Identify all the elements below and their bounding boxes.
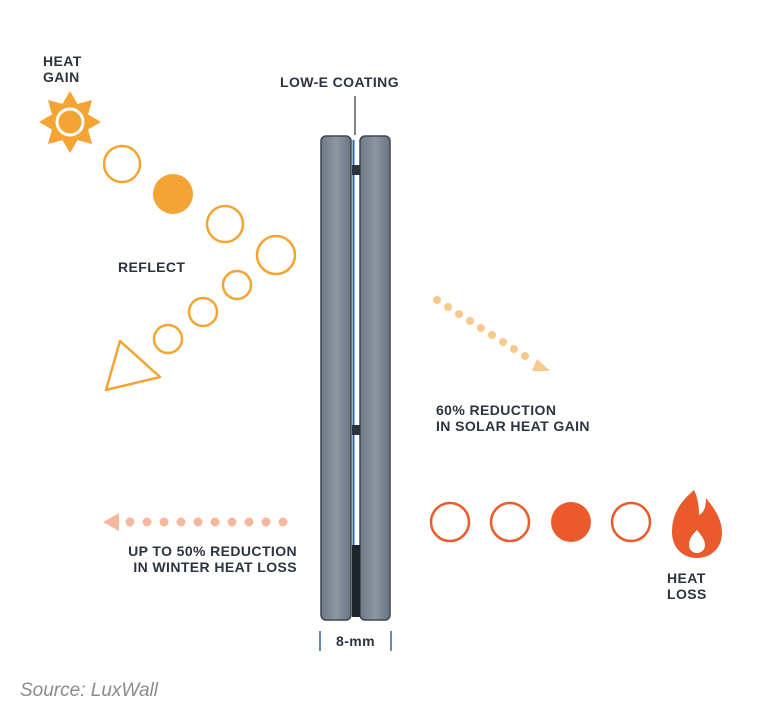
heat-gain-label-line1: HEAT	[43, 53, 82, 69]
sun-icon	[39, 91, 101, 153]
solar-reduction-line2: IN SOLAR HEAT GAIN	[436, 418, 590, 434]
solar-circle	[102, 144, 142, 184]
reflected-solar-circles	[152, 269, 253, 355]
solar-circle	[205, 204, 245, 244]
heat-circle	[610, 501, 652, 543]
thickness-label: 8-mm	[336, 633, 375, 649]
reflected-circle	[187, 296, 219, 328]
spacer	[352, 425, 360, 435]
low-e-label: LOW-E COATING	[280, 74, 399, 90]
reflected-circle	[221, 269, 253, 301]
incoming-solar-circles	[102, 144, 297, 276]
heat-circle-filled	[551, 502, 591, 542]
source-caption: Source: LuxWall	[20, 680, 158, 701]
winter-reduction-line1: UP TO 50% REDUCTION	[128, 543, 297, 559]
dotted-arrow-left-icon	[103, 513, 288, 531]
heat-circle	[429, 501, 471, 543]
solar-reduction-line1: 60% REDUCTION	[436, 402, 556, 418]
triangle-outline-icon	[104, 339, 162, 392]
dotted-arrow-down-right-icon	[433, 296, 550, 371]
solar-circle-filled	[153, 174, 193, 214]
winter-reduction-line2: IN WINTER HEAT LOSS	[133, 559, 297, 575]
solar-circle	[255, 234, 297, 276]
spacer	[352, 165, 360, 175]
sun-rays	[39, 91, 101, 153]
glass-pane-left	[320, 135, 352, 621]
reflected-circle	[152, 323, 184, 355]
flame-icon	[672, 490, 722, 558]
heat-circle	[489, 501, 531, 543]
heat-loss-circles	[429, 501, 652, 543]
heat-gain-label-line2: GAIN	[43, 69, 80, 85]
heat-loss-label-line1: HEAT	[667, 570, 706, 586]
heat-loss-label-line2: LOSS	[667, 586, 707, 602]
glass-pane-right	[359, 135, 391, 621]
sun-core	[55, 107, 85, 137]
edge-seal	[352, 545, 360, 617]
thickness-dimension: 8-mm	[319, 631, 392, 651]
reflect-label: REFLECT	[118, 259, 185, 275]
glass-unit	[320, 135, 391, 621]
